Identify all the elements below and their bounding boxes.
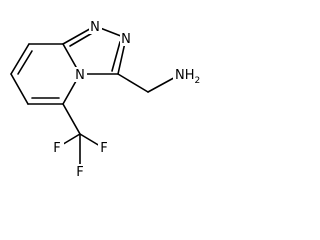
bond-c5-cf3 xyxy=(62,103,81,135)
atom-label-amine: NH2 xyxy=(175,68,200,86)
atom-label-n1: N xyxy=(90,20,100,35)
double-bond-c8a-n1 xyxy=(69,31,95,47)
atom-f-right: F xyxy=(98,140,110,156)
double-bond-c8-c7 xyxy=(17,50,33,75)
bond-c8-c7 xyxy=(10,43,30,75)
atom-n2: N xyxy=(120,31,133,47)
double-bond-n2-c3 xyxy=(111,41,121,72)
atom-f-bottom: F xyxy=(74,164,86,180)
atom-n1: N xyxy=(89,19,102,35)
atom-label-n4: N xyxy=(75,68,85,83)
bond-c7-c6 xyxy=(10,73,29,105)
chemical-structure-diagram: N N N NH2 F F F xyxy=(10,19,207,180)
amine-nh: NH xyxy=(175,68,195,83)
bond-cf3-f-right xyxy=(79,133,101,147)
atom-f-left: F xyxy=(52,140,64,156)
substituents xyxy=(59,73,182,166)
pyridine-ring xyxy=(10,43,81,105)
bond-c3-ch2 xyxy=(117,73,149,93)
atom-label-f-bottom: F xyxy=(76,165,83,180)
atom-label-f-right: F xyxy=(100,141,107,156)
atom-label-f-left: F xyxy=(53,141,60,156)
atom-amine: NH2 xyxy=(173,65,207,86)
atom-label-n2: N xyxy=(121,32,131,47)
atom-n4: N xyxy=(74,67,87,83)
amine-subscript: 2 xyxy=(195,76,201,86)
